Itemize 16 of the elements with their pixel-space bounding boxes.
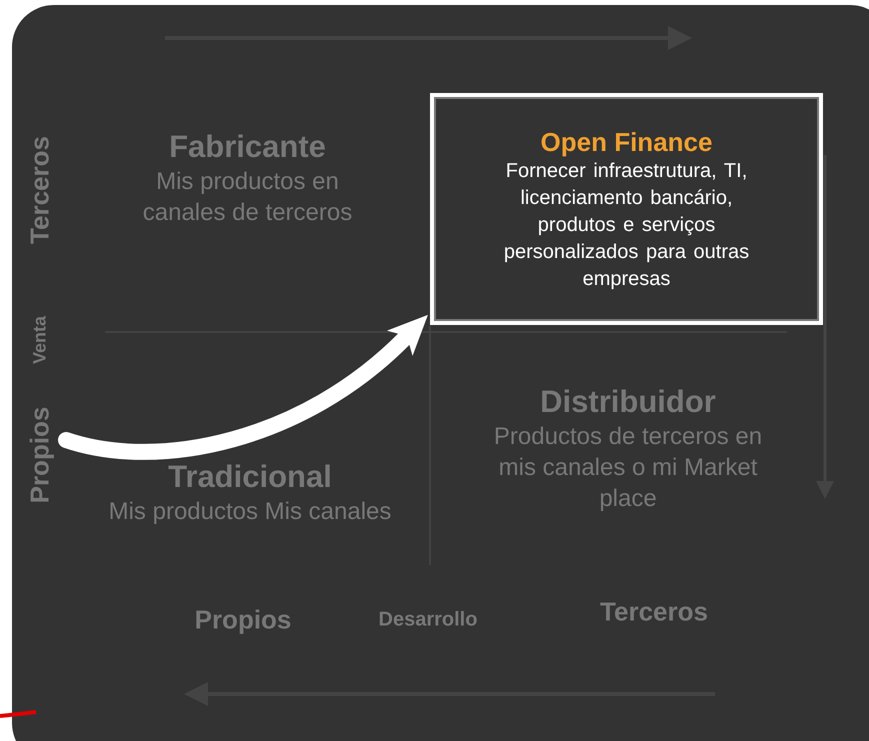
box-title: Open Finance xyxy=(540,126,712,158)
box-description: Fornecer infraestrutura, TI, licenciamento bancário, produtos e serviços personalizados para outras empresas xyxy=(502,158,750,292)
curved-arrow xyxy=(58,316,429,460)
quadrant-description: Mis productos Mis canales xyxy=(108,497,392,527)
axis-label: Venta xyxy=(30,316,50,364)
axis-label: Terceros xyxy=(600,596,708,628)
axis-label: Desarrollo xyxy=(378,608,478,632)
quadrant-title: Fabricante xyxy=(169,128,326,166)
quadrant-description: Productos de terceros en mis canales o mi Market place xyxy=(492,422,764,514)
axis-label: Propios xyxy=(24,406,56,504)
axis-label: Terceros xyxy=(24,136,56,244)
quadrant-title: Tradicional xyxy=(168,458,332,496)
quadrant-title: Distribuidor xyxy=(540,383,716,421)
highlight-box xyxy=(430,93,823,325)
quadrant-description: Mis productos en canales de terceros xyxy=(142,167,354,228)
axis-label: Propios xyxy=(194,604,292,636)
